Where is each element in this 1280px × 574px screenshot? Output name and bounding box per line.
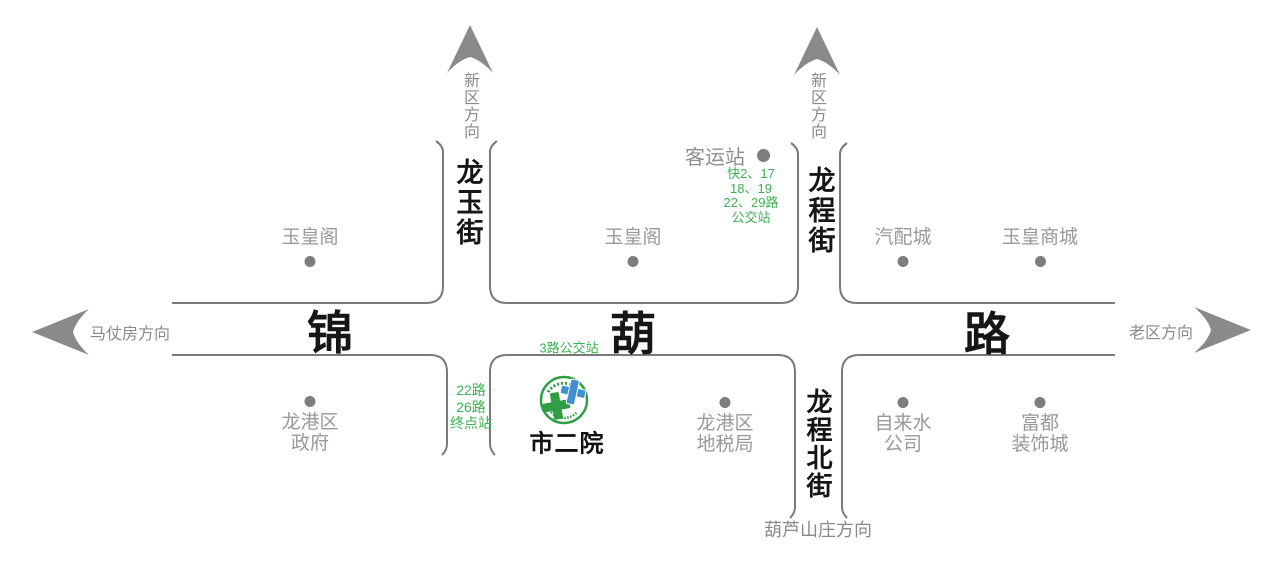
landmark-label-line2: 公司 xyxy=(883,434,923,455)
arrow-east-icon xyxy=(1194,307,1251,353)
landmark-water-company: 自来水 公司 xyxy=(874,397,932,455)
landmark-label-line1: 龙港区 xyxy=(281,412,339,433)
landmark-label-line1: 富都 xyxy=(1020,413,1060,434)
location-dot-icon xyxy=(304,256,316,267)
location-dot-icon xyxy=(304,396,316,407)
arrow-up-left-icon xyxy=(447,25,493,73)
bus-line-3: 22、29路 xyxy=(723,195,779,210)
arrow-up-right-icon xyxy=(794,27,840,75)
longyu-street-left-line xyxy=(425,140,444,304)
landmark-qipeicheng: 汽配城 xyxy=(874,227,932,267)
bus-terminal-text: 22路 26路 终点站 xyxy=(450,382,492,432)
location-dot-icon xyxy=(757,149,770,162)
main-road-char-hu: 葫 xyxy=(610,308,656,360)
bus-stop-route3-label: 3路公交站 xyxy=(539,340,599,356)
direction-arrows xyxy=(32,25,1251,355)
longcheng-street-right-line xyxy=(839,142,858,304)
direction-label-old-district: 老区方向 xyxy=(1128,325,1194,342)
main-road-char-jin: 锦 xyxy=(307,307,353,359)
terminal-line-3: 终点站 xyxy=(450,415,492,431)
hospital-logo-ring xyxy=(539,375,589,425)
bus-line-1: 快2、17 xyxy=(727,166,775,181)
landmark-fudu-decoration: 富都 装饰城 xyxy=(1011,397,1069,455)
landmark-label-line1: 自来水 xyxy=(874,413,932,434)
landmark-label: 玉皇商城 xyxy=(1001,227,1079,248)
landmark-label-line2: 装饰城 xyxy=(1011,434,1069,455)
terminal-line-2: 26路 xyxy=(456,398,486,415)
main-road-char-lu: 路 xyxy=(964,308,1010,360)
direction-label-mazhangfang: 马仗房方向 xyxy=(89,326,171,343)
bus-line-4: 公交站 xyxy=(731,209,771,225)
hospital-logo-green-cross-icon xyxy=(542,392,571,420)
landmark-label: 玉皇阁 xyxy=(604,227,662,248)
street-name-longyu: 龙玉街 xyxy=(452,158,483,248)
landmark-tax-bureau: 龙港区 地税局 xyxy=(696,397,754,455)
location-dot-icon xyxy=(627,256,639,267)
hospital-logo-blue-cross-icon xyxy=(559,378,587,406)
location-dot-icon xyxy=(1034,397,1046,408)
arrow-west-icon xyxy=(32,309,89,355)
landmark-label-line2: 地税局 xyxy=(696,434,754,455)
road-network xyxy=(172,140,1115,519)
terminal-street-right-line xyxy=(489,354,508,456)
landmark-label: 玉皇阁 xyxy=(281,227,339,248)
longyu-street-right-line xyxy=(489,140,508,304)
location-dot-icon xyxy=(1034,256,1046,267)
landmark-label: 客运站 xyxy=(685,147,745,169)
direction-label-hulu-shanzhuang: 葫芦山庄方向 xyxy=(764,520,872,540)
street-name-longcheng-north: 龙程北街 xyxy=(803,388,833,500)
location-dot-icon xyxy=(897,397,909,408)
landmark-yuhuangge-mid: 玉皇阁 xyxy=(604,227,662,267)
direction-label-new-district-left: 新区方向 xyxy=(461,72,478,140)
street-name-longcheng: 龙程街 xyxy=(804,166,835,256)
landmark-label-line2: 政府 xyxy=(290,433,330,454)
bus-line-2: 18、19 xyxy=(730,180,772,196)
hospital-logo xyxy=(539,375,589,425)
longcheng-north-left-line xyxy=(777,354,796,519)
bus-station-routes-text: 快2、17 18、19 22、29路 公交站 xyxy=(723,166,779,225)
hospital-name-label: 市二院 xyxy=(529,430,605,458)
longcheng-street-left-line xyxy=(780,142,799,304)
landmark-yuhuangge-west: 玉皇阁 xyxy=(281,227,339,267)
location-dot-icon xyxy=(719,397,731,408)
landmark-yuhuang-mall: 玉皇商城 xyxy=(1002,227,1078,267)
landmark-longgang-gov: 龙港区 政府 xyxy=(281,396,339,454)
direction-label-new-district-right: 新区方向 xyxy=(808,72,825,140)
landmark-label: 汽配城 xyxy=(874,227,932,248)
terminal-street-left-line xyxy=(429,354,448,456)
location-dot-icon xyxy=(897,256,909,267)
terminal-line-1: 22路 xyxy=(456,382,486,398)
landmark-keyunzhan: 客运站 xyxy=(685,141,770,170)
longcheng-north-right-line xyxy=(841,354,860,519)
landmark-label-line1: 龙港区 xyxy=(696,413,754,434)
